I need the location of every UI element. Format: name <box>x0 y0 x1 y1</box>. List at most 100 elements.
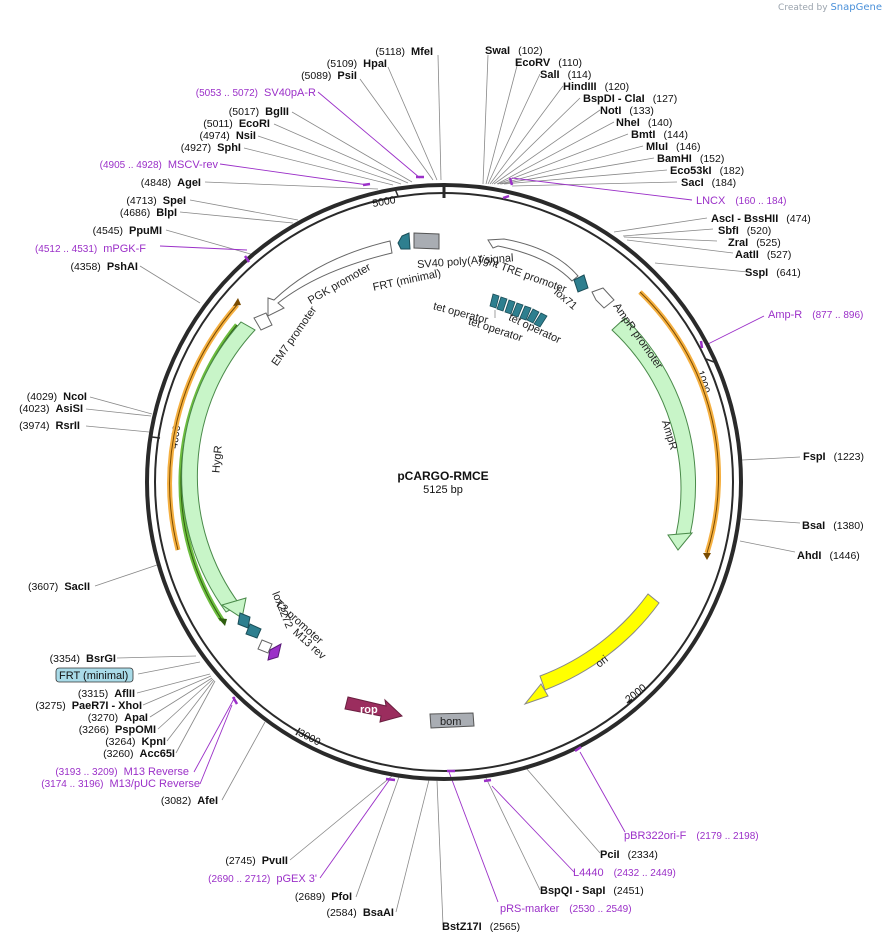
primer-ticks <box>231 175 704 783</box>
amp-highlight-arrowhead <box>703 553 711 560</box>
enzyme-bsrgi[interactable]: (3354)BsrGI <box>50 653 116 665</box>
primer-lncx[interactable]: LNCX(160 .. 184) <box>696 195 787 207</box>
enzyme-zrai[interactable]: ZraI(525) <box>728 237 781 249</box>
enzyme-sspi[interactable]: SspI(641) <box>745 267 801 279</box>
tet-operator-array[interactable] <box>489 293 548 328</box>
tick-label-5000: 5000 <box>371 194 396 210</box>
hygr-label: HygR <box>210 445 224 474</box>
primer-amp-r[interactable]: Amp-R(877 .. 896) <box>768 309 863 321</box>
frt-top-label: FRT (minimal) <box>372 268 442 294</box>
bom-feature[interactable] <box>429 712 475 729</box>
tre-promoter-feature[interactable] <box>487 238 579 282</box>
enzyme-afei[interactable]: (3082)AfeI <box>161 795 218 807</box>
lox2272-feature-b[interactable] <box>245 623 262 639</box>
snapgene-watermark: Created by SnapGene <box>778 2 882 13</box>
enzyme-ecori[interactable]: (5011)EcoRI <box>203 118 270 130</box>
enzyme-hpai[interactable]: (5109)HpaI <box>327 58 387 70</box>
primer-m13-reverse[interactable]: (3193 .. 3209)M13 Reverse <box>55 766 189 778</box>
primer-labels: (5053 .. 5072)SV40pA-R (4905 .. 4928)MSC… <box>35 87 863 915</box>
enzyme-blpi[interactable]: (4686)BlpI <box>120 207 177 219</box>
hyg-highlight-core <box>169 304 238 551</box>
primer-m13-puc-reverse[interactable]: (3174 .. 3196)M13/pUC Reverse <box>41 778 200 790</box>
primer-l4440[interactable]: L4440(2432 .. 2449) <box>573 867 676 879</box>
primer-pbr322ori-f[interactable]: pBR322ori-F(2179 .. 2198) <box>624 830 759 842</box>
primer-mscv-rev[interactable]: (4905 .. 4928)MSCV-rev <box>100 159 219 171</box>
enzyme-spei[interactable]: (4713)SpeI <box>126 195 186 207</box>
primer-leader-lines <box>159 91 765 903</box>
enzyme-mlui[interactable]: MluI(146) <box>646 141 701 153</box>
frt-minimal-box-label: FRT (minimal) <box>59 670 128 682</box>
t3-promoter-feature[interactable] <box>257 639 273 654</box>
enzyme-labels: (5118)MfeI (5109)HpaI (5089)PsiI (5017)B… <box>19 45 864 933</box>
enzyme-pvuii[interactable]: (2745)PvuII <box>225 855 288 867</box>
bom-label: bom <box>440 716 461 728</box>
enzyme-bglii[interactable]: (5017)BglII <box>229 106 289 118</box>
enzyme-sacii[interactable]: (3607)SacII <box>28 581 90 593</box>
enzyme-nsii[interactable]: (4974)NsiI <box>199 130 256 142</box>
enzyme-pshai[interactable]: (4358)PshAI <box>70 261 138 273</box>
enzyme-eco53ki[interactable]: Eco53kI(182) <box>670 165 744 177</box>
ampr-arrowhead <box>667 532 694 551</box>
enzyme-ahdi[interactable]: AhdI(1446) <box>797 550 860 562</box>
hygr-feature[interactable] <box>181 321 256 613</box>
enzyme-psii[interactable]: (5089)PsiI <box>301 70 357 82</box>
frt-top-feature[interactable] <box>397 232 411 250</box>
enzyme-fspi[interactable]: FspI(1223) <box>803 451 864 463</box>
em7-promoter-feature[interactable] <box>253 312 273 331</box>
primer-pgex-3[interactable]: (2690 .. 2712)pGEX 3' <box>208 873 317 885</box>
enzyme-noti[interactable]: NotI(133) <box>600 105 654 117</box>
pgk-promoter-feature[interactable] <box>267 240 393 317</box>
enzyme-ppumi[interactable]: (4545)PpuMI <box>93 225 162 237</box>
enzyme-bstz17i[interactable]: BstZ17I(2565) <box>442 921 520 933</box>
enzyme-pfoi[interactable]: (2689)PfoI <box>295 891 352 903</box>
enzyme-rsrii[interactable]: (3974)RsrII <box>19 420 80 432</box>
hyg-green-arrowhead <box>218 618 227 626</box>
enzyme-sphi[interactable]: (4927)SphI <box>181 142 241 154</box>
enzyme-sali[interactable]: SalI(114) <box>540 69 591 81</box>
primer-mpgk-f[interactable]: (4512 .. 4531)mPGK-F <box>35 243 146 255</box>
enzyme-bamhi[interactable]: BamHI(152) <box>657 153 724 165</box>
ampr-promoter-feature[interactable] <box>591 287 615 309</box>
rop-feature[interactable] <box>344 696 403 723</box>
lox71-feature[interactable] <box>573 274 589 293</box>
brand-name: SnapGene <box>830 2 882 13</box>
enzyme-apai[interactable]: (3270)ApaI <box>88 712 148 724</box>
enzyme-kpni[interactable]: (3264)KpnI <box>105 736 166 748</box>
enzyme-asci-bsshii[interactable]: AscI - BssHII(474) <box>711 213 811 225</box>
enzyme-acc65i[interactable]: (3260)Acc65I <box>103 748 175 760</box>
enzyme-swai[interactable]: SwaI(102) <box>485 45 543 57</box>
enzyme-bspqi-sapi[interactable]: BspQI - SapI(2451) <box>540 885 644 897</box>
primer-prs-marker[interactable]: pRS-marker(2530 .. 2549) <box>500 903 632 915</box>
enzyme-saci[interactable]: SacI(184) <box>681 177 736 189</box>
enzyme-bsai[interactable]: BsaI(1380) <box>802 520 864 532</box>
enzyme-ncoi[interactable]: (4029)NcoI <box>27 391 87 403</box>
enzyme-bmti[interactable]: BmtI(144) <box>631 129 688 141</box>
ori-label: ori <box>594 653 611 670</box>
enzyme-aatii[interactable]: AatII(527) <box>735 249 791 261</box>
enzyme-bsaai[interactable]: (2584)BsaAI <box>326 907 394 919</box>
enzyme-mfei[interactable]: (5118)MfeI <box>375 46 433 58</box>
m13-rev-feature[interactable] <box>267 643 282 661</box>
enzyme-bspdi-clai[interactable]: BspDI - ClaI(127) <box>583 93 677 105</box>
enzyme-pspomi[interactable]: (3266)PspOMI <box>79 724 156 736</box>
lox2272-feature-a[interactable] <box>237 612 251 629</box>
enzyme-asisi[interactable]: (4023)AsiSI <box>19 403 83 415</box>
ori-feature[interactable] <box>539 593 660 691</box>
enzyme-sbfi[interactable]: SbfI(520) <box>718 225 771 237</box>
primer-sv40pa-r[interactable]: (5053 .. 5072)SV40pA-R <box>196 87 316 99</box>
enzyme-agei[interactable]: (4848)AgeI <box>141 177 201 189</box>
sv40-box-feature[interactable] <box>413 232 440 250</box>
enzyme-nhei[interactable]: NheI(140) <box>616 117 672 129</box>
enzyme-pcii[interactable]: PciI(2334) <box>600 849 658 861</box>
amp-highlight-core <box>639 291 720 554</box>
tick-marks <box>151 188 715 736</box>
em7-promoter-label: EM7 promoter <box>270 304 320 368</box>
frt-minimal-box <box>55 667 134 683</box>
enzyme-hindiii[interactable]: HindIII(120) <box>563 81 629 93</box>
enzyme-aflii[interactable]: (3315)AflII <box>78 688 135 700</box>
leader-lines <box>85 54 801 926</box>
enzyme-ecorv[interactable]: EcoRV(110) <box>515 57 582 69</box>
enzyme-paer7i-xhoi[interactable]: (3275)PaeR7I - XhoI <box>35 700 142 712</box>
plasmid-name: pCARGO-RMCE <box>397 469 488 483</box>
